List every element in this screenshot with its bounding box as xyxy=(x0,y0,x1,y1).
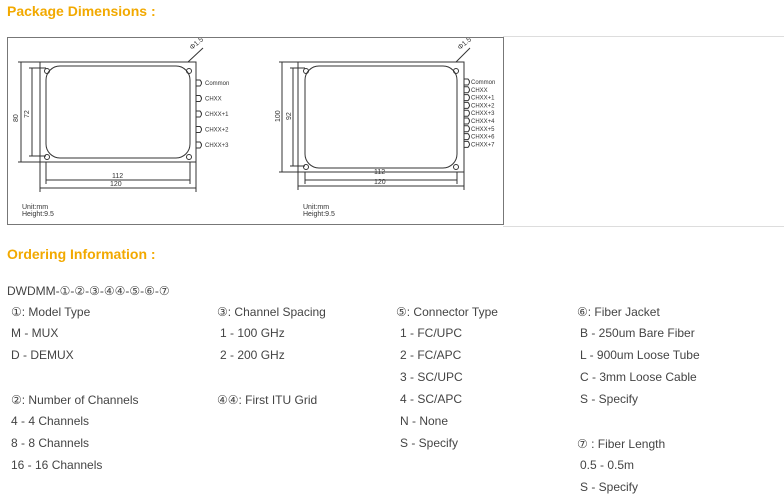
right-port-connector xyxy=(464,117,470,125)
divider xyxy=(503,226,784,227)
right-dim-inner-width: 112 xyxy=(374,169,385,176)
left-port-label: CHXX+2 xyxy=(205,128,229,134)
option-loose-tube: L - 900um Loose Tube xyxy=(580,348,700,362)
right-port-label: CHXX+3 xyxy=(471,111,495,117)
right-port-connector xyxy=(464,101,470,109)
left-dim-outer-height: 80 xyxy=(13,114,20,122)
right-port-connector xyxy=(464,86,470,94)
right-dim-inner-height: 92 xyxy=(286,112,293,120)
right-port-connector xyxy=(464,109,470,117)
left-outer-body xyxy=(39,61,197,163)
left-port-connector xyxy=(196,95,202,102)
package-dimensions-heading: Package Dimensions : xyxy=(7,3,156,19)
ordering-code: DWDMM-①-②-③-④④-⑤-⑥-⑦ xyxy=(7,284,170,298)
right-port-label: CHXX+1 xyxy=(471,96,495,102)
right-port-label: CHXX xyxy=(471,88,488,94)
right-port-label: Common xyxy=(471,80,495,86)
left-port-label: CHXX xyxy=(205,97,222,103)
left-dim-inner-height: 72 xyxy=(24,110,31,118)
option-4-channels: 4 - 4 Channels xyxy=(11,414,90,428)
left-port-connector xyxy=(196,141,202,149)
connector-type-label: ⑤: Connector Type xyxy=(396,305,498,319)
ordering-information-heading: Ordering Information : xyxy=(7,246,156,262)
left-port-diameter: Φ1.5 xyxy=(189,38,205,52)
right-port-connector xyxy=(464,125,470,133)
right-dim-outer-width: 120 xyxy=(374,179,386,186)
right-port-label: CHXX+2 xyxy=(471,103,495,109)
option-sc-upc: 3 - SC/UPC xyxy=(400,370,463,384)
right-port-connector xyxy=(464,78,470,86)
left-unit: Unit:mm xyxy=(22,204,48,211)
left-dim-inner-width: 112 xyxy=(112,173,123,180)
divider xyxy=(503,36,784,37)
left-port-label: CHXX+1 xyxy=(205,112,229,118)
right-port-connector xyxy=(464,140,470,148)
right-inner-body xyxy=(304,65,458,169)
right-port-label: CHXX+6 xyxy=(471,135,495,141)
option-100ghz: 1 - 100 GHz xyxy=(220,326,285,340)
left-dim-outer-width: 120 xyxy=(110,181,122,188)
option-200ghz: 2 - 200 GHz xyxy=(220,348,285,362)
right-unit: Unit:mm xyxy=(303,204,329,211)
left-port-connector xyxy=(196,126,202,133)
right-dim-outer-height: 100 xyxy=(275,110,282,122)
channel-spacing-label: ③: Channel Spacing xyxy=(217,305,326,319)
fiber-jacket-label: ⑥: Fiber Jacket xyxy=(577,305,660,319)
left-height: Height:9.5 xyxy=(22,211,54,218)
right-port-label: CHXX+7 xyxy=(471,142,495,148)
option-specify-connector: S - Specify xyxy=(400,436,459,450)
option-none: N - None xyxy=(400,414,449,428)
option-bare-fiber: B - 250um Bare Fiber xyxy=(580,326,695,340)
right-outer-body xyxy=(297,61,465,173)
right-height: Height:9.5 xyxy=(303,211,335,218)
option-fc-upc: 1 - FC/UPC xyxy=(400,326,463,340)
channels-label: ②: Number of Channels xyxy=(11,393,139,407)
option-mux: M - MUX xyxy=(11,326,59,340)
option-loose-cable: C - 3mm Loose Cable xyxy=(580,370,697,384)
option-specify-length: S - Specify xyxy=(580,480,639,494)
option-8-channels: 8 - 8 Channels xyxy=(11,436,90,450)
first-itu-grid-label: ④④: First ITU Grid xyxy=(217,393,318,407)
option-specify-jacket: S - Specify xyxy=(580,392,639,406)
model-type-label: ①: Model Type xyxy=(11,305,91,319)
option-fc-apc: 2 - FC/APC xyxy=(400,348,462,362)
right-port-label: CHXX+4 xyxy=(471,119,495,125)
left-port-connector xyxy=(196,79,202,87)
left-port-label: Common xyxy=(205,81,229,87)
left-inner-body xyxy=(45,65,191,159)
left-port-connector xyxy=(196,110,202,118)
option-sc-apc: 4 - SC/APC xyxy=(400,392,463,406)
right-port-label: CHXX+5 xyxy=(471,127,495,133)
option-16-channels: 16 - 16 Channels xyxy=(11,458,103,472)
left-port-label: CHXX+3 xyxy=(205,143,229,149)
right-port-connector xyxy=(464,94,470,102)
option-demux: D - DEMUX xyxy=(11,348,74,362)
right-port-diameter: Φ1.5 xyxy=(457,38,473,52)
right-port-connector xyxy=(464,133,470,141)
option-0-5m: 0.5 - 0.5m xyxy=(580,458,635,472)
fiber-length-label: ⑦ : Fiber Length xyxy=(577,437,666,451)
